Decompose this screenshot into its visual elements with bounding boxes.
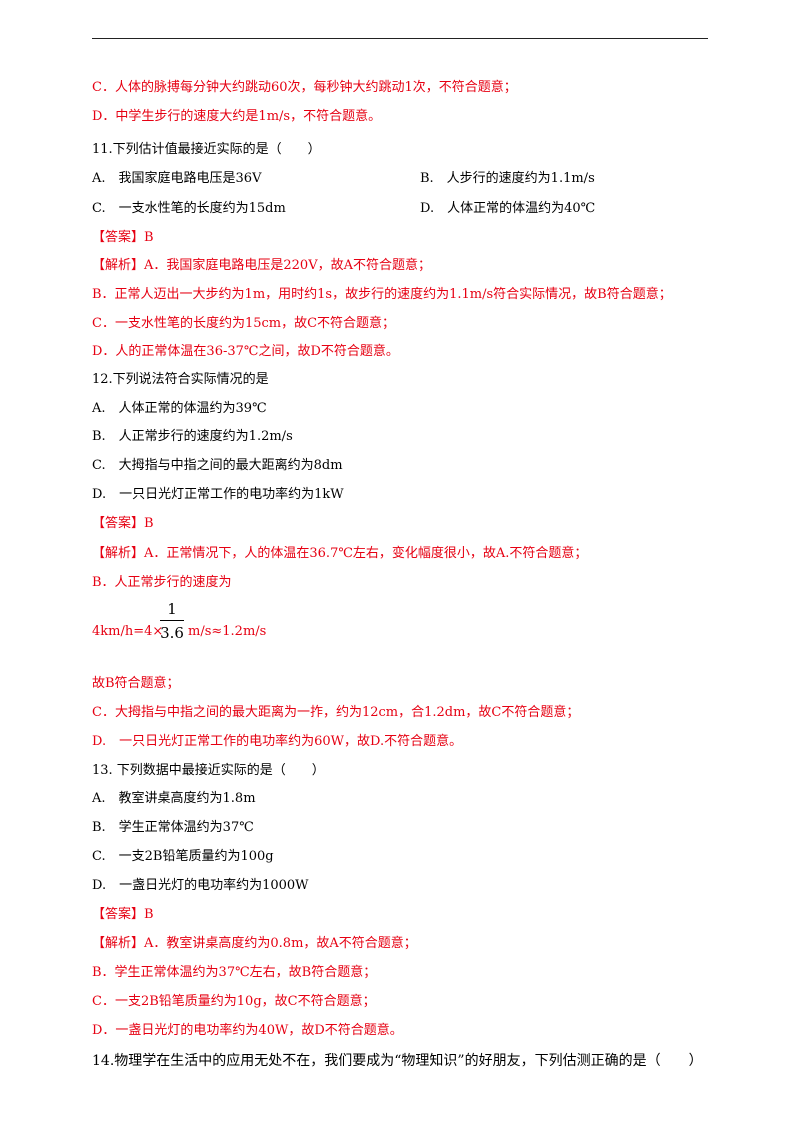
- option-a: A. 教室讲桌高度约为1.8m: [92, 791, 256, 806]
- answer-label: 【答案】B: [92, 516, 154, 531]
- explanation-line: D．中学生步行的速度大约是1m/s，不符合题意。: [92, 109, 382, 124]
- explanation-line: C．一支水性笔的长度约为15cm，故C不符合题意；: [92, 316, 396, 331]
- explanation-line: D. 一只日光灯正常工作的电功率约为60W，故D.不符合题意。: [92, 734, 463, 749]
- explanation-line: B．正常人迈出一大步约为1m，用时约1s，故步行的速度约为1.1m/s符合实际情…: [92, 287, 672, 302]
- fraction-bar: [160, 620, 184, 621]
- explanation-line: 【解析】A．教室讲桌高度约为0.8m，故A不符合题意；: [92, 936, 417, 951]
- question-13: 13. 下列数据中最接近实际的是（ ）: [92, 763, 325, 778]
- question-12: 12.下列说法符合实际情况的是: [92, 372, 269, 387]
- option-b: B. 学生正常体温约为37℃: [92, 820, 254, 835]
- explanation-line: D．人的正常体温在36-37℃之间，故D不符合题意。: [92, 344, 399, 359]
- explanation-line: B．人正常步行的速度为: [92, 575, 232, 590]
- formula-denominator: 3.6: [160, 624, 184, 642]
- option-a: A. 我国家庭电路电压是36V: [92, 171, 262, 186]
- option-d: D. 人体正常的体温约为40℃: [420, 201, 596, 216]
- explanation-line: C．大拇指与中指之间的最大距离为一拃，约为12cm，合1.2dm，故C不符合题意…: [92, 705, 580, 720]
- explanation-line: B．学生正常体温约为37℃左右，故B符合题意；: [92, 965, 377, 980]
- option-c: C. 一支水性笔的长度约为15dm: [92, 201, 286, 216]
- option-d: D. 一盏日光灯的电功率约为1000W: [92, 878, 309, 893]
- explanation-line: 【解析】A．我国家庭电路电压是220V，故A不符合题意；: [92, 258, 431, 273]
- question-11: 11.下列估计值最接近实际的是（ ）: [92, 142, 321, 157]
- explanation-line: 【解析】A．正常情况下，人的体温在36.7℃左右，变化幅度很小，故A.不符合题意…: [92, 546, 588, 561]
- explanation-line: D．一盏日光灯的电功率约为40W，故D不符合题意。: [92, 1023, 403, 1038]
- option-b: B. 人步行的速度约为1.1m/s: [420, 171, 595, 186]
- explanation-line: C．人体的脉搏每分钟大约跳动60次，每秒钟大约跳动1次，不符合题意；: [92, 80, 517, 95]
- option-b: B. 人正常步行的速度约为1.2m/s: [92, 429, 293, 444]
- formula-numerator: 1: [167, 600, 177, 618]
- option-c: C. 一支2B铅笔质量约为100g: [92, 849, 274, 864]
- explanation-line: 故B符合题意；: [92, 676, 180, 691]
- option-a: A. 人体正常的体温约为39℃: [92, 401, 267, 416]
- formula-left: 4km/h=4×: [92, 624, 164, 639]
- option-c: C. 大拇指与中指之间的最大距离约为8dm: [92, 458, 343, 473]
- header-rule: [92, 38, 708, 39]
- explanation-line: C．一支2B铅笔质量约为10g，故C不符合题意；: [92, 994, 376, 1009]
- formula-right: m/s≈1.2m/s: [188, 624, 267, 639]
- answer-label: 【答案】B: [92, 230, 154, 245]
- answer-label: 【答案】B: [92, 907, 154, 922]
- option-d: D. 一只日光灯正常工作的电功率约为1kW: [92, 487, 344, 502]
- question-14: 14.物理学在生活中的应用无处不在，我们要成为“物理知识”的好朋友，下列估测正确…: [92, 1053, 703, 1069]
